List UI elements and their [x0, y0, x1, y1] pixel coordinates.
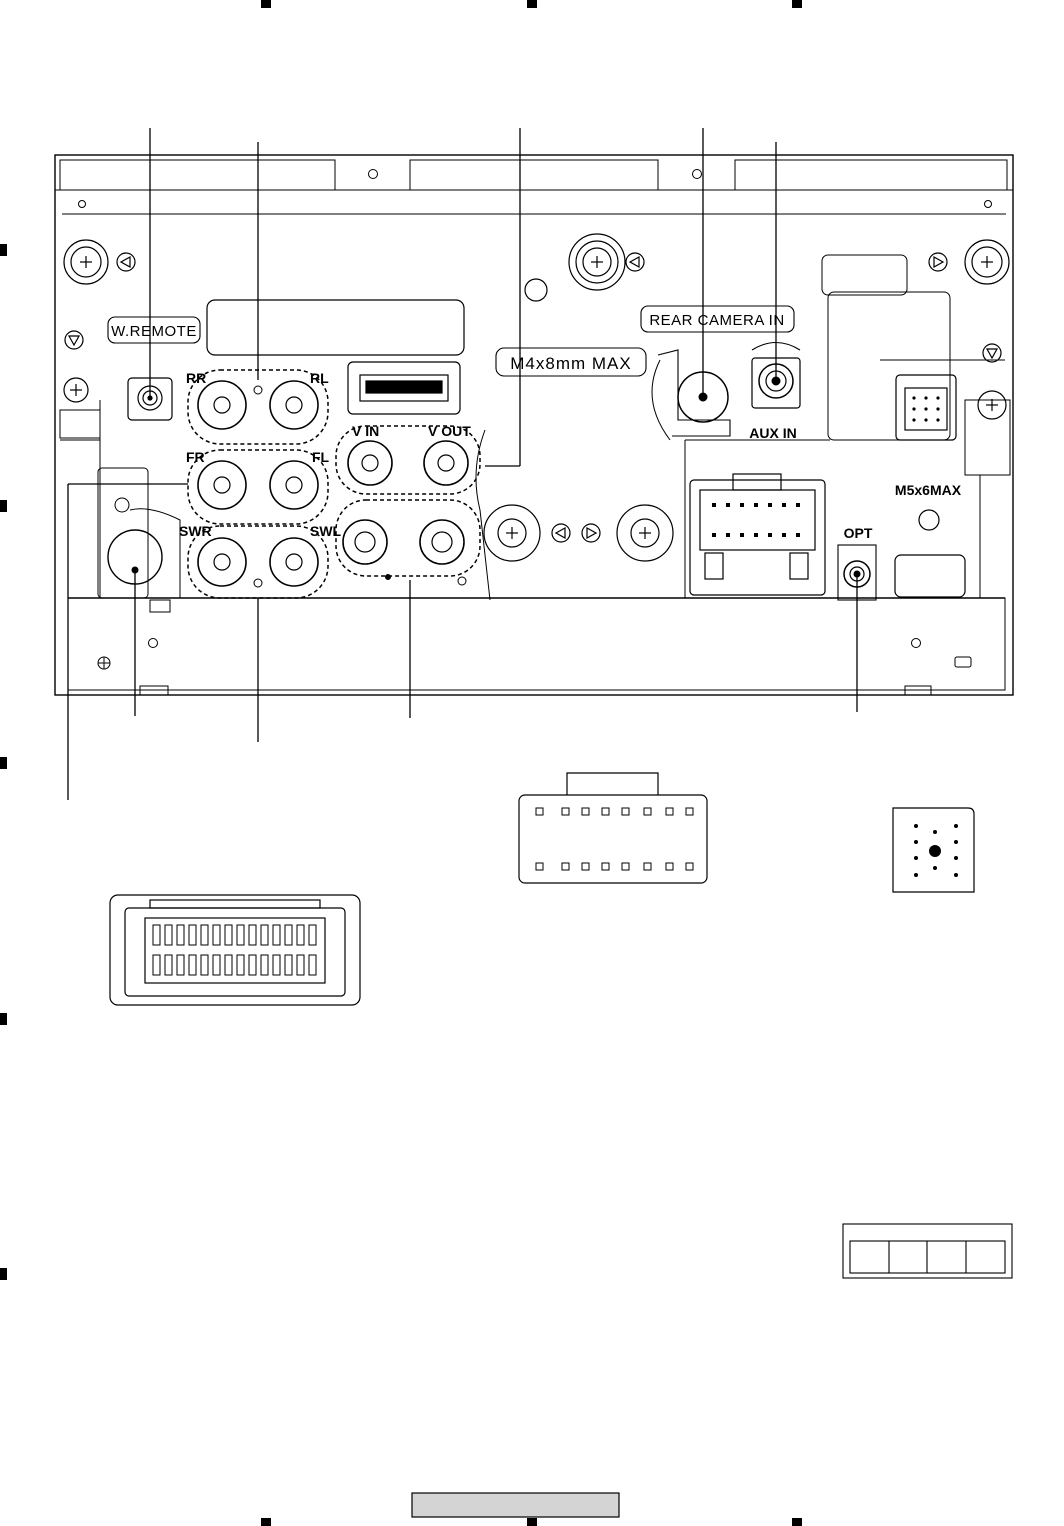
arrow-icon: [64, 252, 1002, 543]
ribbon-connector-unit: [347, 361, 461, 415]
rca-group-rear: [187, 369, 329, 445]
connector-pin: [164, 924, 173, 946]
connector-pin: [665, 862, 674, 871]
connector-pin: [224, 954, 233, 976]
rr-label: RR: [186, 370, 206, 386]
connector-pin: [308, 954, 317, 976]
connector-pin: [535, 862, 544, 871]
aux-in-label: AUX IN: [749, 425, 796, 441]
connector-pin: [685, 862, 694, 871]
connector-pin: [643, 862, 652, 871]
connector-pin: [643, 807, 652, 816]
connector-pin: [272, 924, 281, 946]
m5-label: M5x6MAX: [895, 482, 962, 498]
connector-pin: [581, 807, 590, 816]
connector-pin: [236, 924, 245, 946]
connector-pin: [581, 862, 590, 871]
swl-label: SWL: [310, 523, 342, 539]
connector-pin: [296, 954, 305, 976]
rca-group-preout-extra: [335, 499, 481, 586]
rear-camera-label: REAR CAMERA IN: [649, 312, 784, 329]
connector-pin: [164, 954, 173, 976]
connector-pin: [200, 954, 209, 976]
v-in-label: V IN: [352, 423, 379, 439]
connector-pin: [260, 924, 269, 946]
opt-label: OPT: [844, 525, 873, 541]
w-remote-jack: [127, 377, 173, 421]
page-number-box: [411, 1492, 620, 1518]
connector-pin: [561, 807, 570, 816]
swr-label: SWR: [179, 523, 212, 539]
rca-group-video: [335, 425, 481, 495]
rear-camera-jack: [657, 349, 731, 437]
rl-label: RL: [310, 370, 329, 386]
fr-label: FR: [186, 449, 205, 465]
connector-pin: [200, 924, 209, 946]
connector-pin: [601, 807, 610, 816]
legend-table: [842, 1223, 1013, 1279]
fl-label: FL: [312, 449, 330, 465]
connector-pin: [248, 924, 257, 946]
connector-pin: [176, 954, 185, 976]
registration-marks: [0, 0, 802, 1526]
m4-label-box: M4x8mm MAX: [495, 347, 647, 377]
connector-pin: [260, 954, 269, 976]
rear-camera-label-box: REAR CAMERA IN: [640, 305, 795, 333]
unit-rear-panel: [54, 154, 1014, 696]
rca-group-front: [187, 449, 329, 525]
leader-lines: [67, 128, 858, 800]
connector-pin: [601, 862, 610, 871]
connector-pin: [665, 807, 674, 816]
connector-pin: [152, 954, 161, 976]
connector-pin: [152, 924, 161, 946]
v-out-label: V OUT: [428, 423, 471, 439]
small-connector-unit: [894, 374, 966, 598]
connector-pin: [212, 954, 221, 976]
m4-label: M4x8mm MAX: [510, 354, 631, 373]
connector-pin: [248, 954, 257, 976]
screw-icon: [63, 233, 1010, 562]
power-connector-detail: [518, 772, 708, 884]
w-remote-label: W.REMOTE: [111, 323, 197, 340]
opt-jack: [837, 544, 877, 601]
antenna-jack: [99, 508, 181, 613]
connector-pin: [308, 924, 317, 946]
ribbon-connector-detail: [109, 894, 361, 1006]
connector-pin: [284, 954, 293, 976]
connector-pin: [621, 807, 630, 816]
aux-in-jack: [751, 341, 801, 409]
w-remote-label-box: W.REMOTE: [107, 316, 201, 344]
connector-pin: [284, 924, 293, 946]
connector-pin: [296, 924, 305, 946]
connector-pin: [188, 924, 197, 946]
connector-pin: [685, 807, 694, 816]
connector-pin: [188, 954, 197, 976]
connector-pin: [176, 924, 185, 946]
rca-group-subwoofer: [187, 525, 329, 599]
power-connector-unit: [689, 473, 826, 596]
connector-pin: [236, 954, 245, 976]
connector-pin: [621, 862, 630, 871]
connector-pin: [212, 924, 221, 946]
connector-pin: [535, 807, 544, 816]
small-connector-detail: [892, 807, 975, 893]
connector-pin: [224, 924, 233, 946]
connector-pin: [272, 954, 281, 976]
connector-pin: [561, 862, 570, 871]
